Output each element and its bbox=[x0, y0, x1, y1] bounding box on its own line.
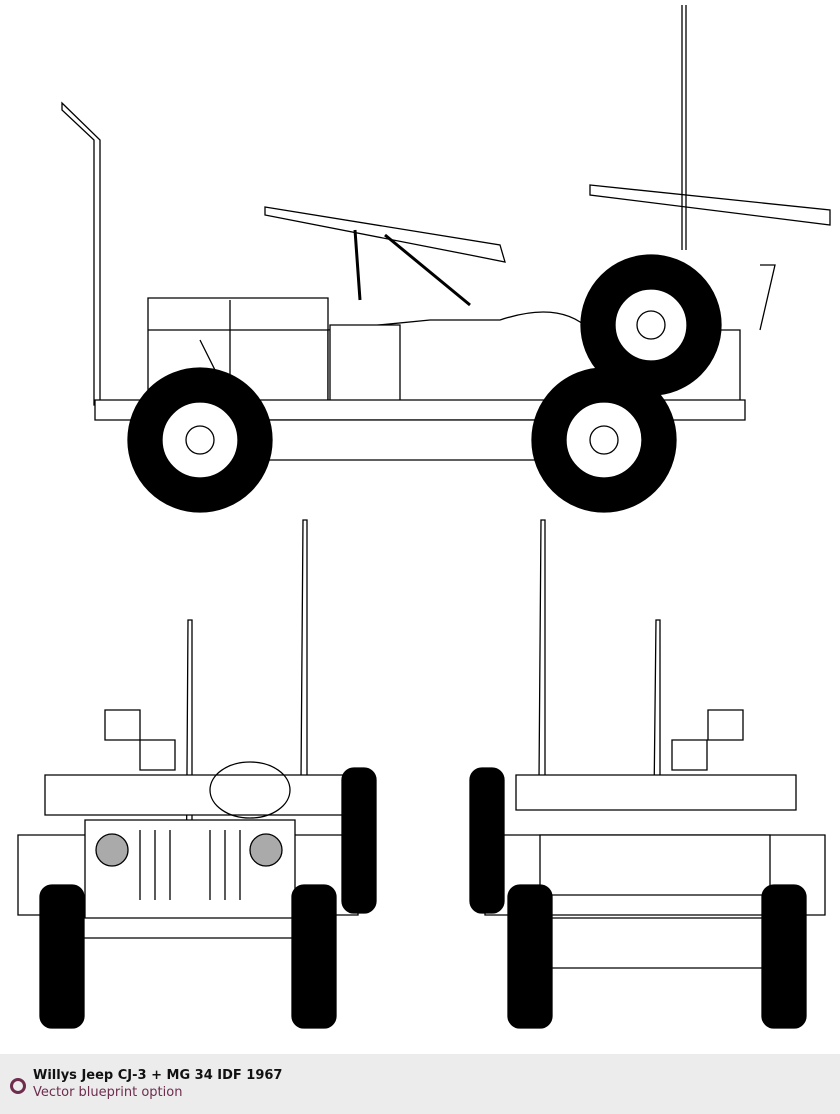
front-view bbox=[18, 520, 376, 1028]
radio-option-icon[interactable] bbox=[10, 1078, 26, 1094]
blueprint-title: Willys Jeep CJ-3 + MG 34 IDF 1967 bbox=[33, 1068, 283, 1083]
blueprint-drawing bbox=[0, 0, 840, 1054]
caption-bar: Willys Jeep CJ-3 + MG 34 IDF 1967 Vector… bbox=[0, 1054, 840, 1114]
rear-view bbox=[470, 520, 825, 1028]
side-view bbox=[62, 5, 830, 512]
blueprint-subtitle[interactable]: Vector blueprint option bbox=[33, 1085, 183, 1100]
